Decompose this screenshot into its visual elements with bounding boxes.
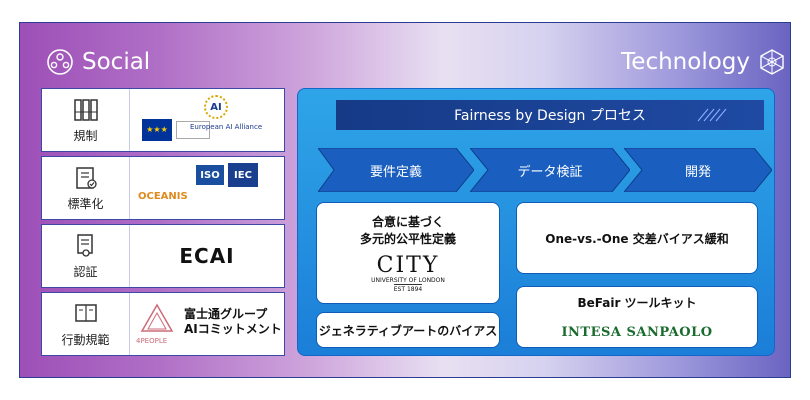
card-one-vs-one: One-vs.-One 交差バイアス緩和 [516,202,758,274]
technology-header: Technology [621,48,786,76]
row-code-of-conduct: 行動規範 4PEOPLE 富士通グループ AIコミットメント [41,292,285,356]
certification-label: 認証 [73,264,98,279]
fujitsu-group-line: 富士通グループ [184,307,268,321]
technology-title: Technology [621,49,750,75]
code-of-conduct-logos: 4PEOPLE 富士通グループ AIコミットメント [130,293,284,355]
social-title: Social [82,49,151,75]
regulation-label: 規制 [73,128,98,143]
ecai-logo: ECAI [179,244,235,268]
card-multicultural-fairness: 合意に基づく 多元的公平性定義 CITY UNIVERSITY OF LONDO… [316,202,500,304]
eu-flag-icon: ★★★ [142,119,172,141]
social-header: Social [46,48,150,76]
4people-text: 4PEOPLE [136,337,168,345]
intesa-logo: INTESA SANPAOLO [561,325,713,340]
people-circle-icon [47,49,73,75]
chevron-shape [318,148,474,192]
chevron-shape [624,148,772,192]
regulation-logos: ★★★ AI European AI Alliance [130,89,284,151]
binders-icon [73,98,98,121]
card-generative-label: ジェネラティブアートのバイアス [318,323,498,338]
fujitsu-commitment-text: 富士通グループ AIコミットメント [184,307,282,337]
checklist-icon [75,166,97,189]
row-standardization: 標準化 ISO IEC OCEANIS [41,156,285,220]
step-development-label: 開発 [684,164,711,180]
code-book-icon [74,303,97,322]
network-sphere-icon [760,49,784,75]
standardization-label: 標準化 [67,196,104,211]
card-befair-label: BeFair ツールキット [577,296,697,310]
city-est: EST 1894 [393,284,423,293]
iec-logo: IEC [228,163,258,187]
4people-triangle-icon [140,303,174,332]
card-multicultural-line2: 多元的公平性定義 [359,232,456,246]
card-befair-toolkit: BeFair ツールキット INTESA SANPAOLO [516,286,758,348]
process-title-bar: Fairness by Design プロセス [336,100,764,130]
ai-commitment-line: AIコミットメント [184,322,282,336]
step-requirements: 要件定義 [318,148,474,192]
certification-logos: ECAI [130,225,284,287]
step-development: 開発 [624,148,772,192]
standardization-logos: ISO IEC OCEANIS [130,157,284,219]
step-data-validation: データ検証 [470,148,630,192]
ai-alliance-badge: AI [204,95,228,119]
certificate-icon [76,233,93,257]
code-of-conduct-label: 行動規範 [61,332,110,347]
iso-logo: ISO [196,165,224,185]
chevron-shape [470,148,630,192]
city-logo: CITY [376,253,440,278]
row-certification: 認証 ECAI [41,224,285,288]
row-regulation: 規制 ★★★ AI European AI Alliance [41,88,285,152]
card-generative-art-bias: ジェネラティブアートのバイアス [316,312,500,348]
card-ovo-label: One-vs.-One 交差バイアス緩和 [545,231,729,246]
step-data-validation-label: データ検証 [517,164,583,180]
city-subtitle: UNIVERSITY OF LONDON [371,277,445,284]
process-title: Fairness by Design プロセス [454,108,646,124]
oceanis-logo: OCEANIS [138,191,188,202]
eu-building-logo [176,121,210,139]
ai-alliance-text: European AI Alliance [190,123,263,131]
step-requirements-label: 要件定義 [369,164,422,180]
card-multicultural-line1: 合意に基づく [371,215,444,229]
arrow-stripes-icon [697,108,727,122]
